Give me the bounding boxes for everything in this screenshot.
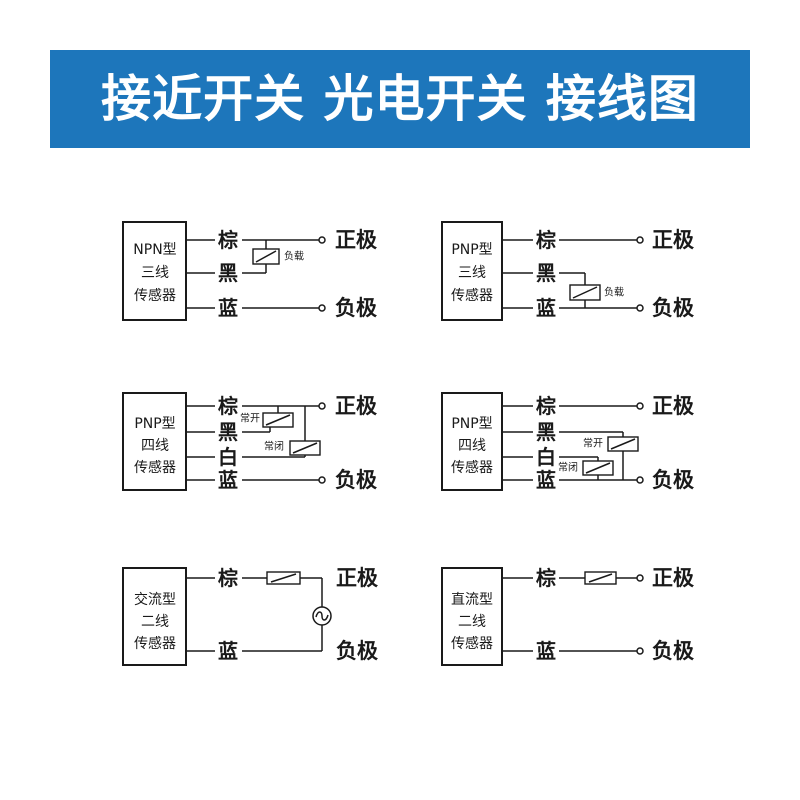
wire-blue-label: 蓝 [536, 639, 556, 663]
sensor-wire-count-label: 四线 [458, 438, 486, 454]
wire-black-label: 黑 [536, 420, 556, 444]
sensor-name-label: 传感器 [451, 635, 493, 652]
positive-label: 正极 [652, 228, 695, 252]
negative-label: 负极 [335, 468, 378, 492]
positive-terminal [318, 402, 326, 410]
sensor-name-label: 传感器 [451, 459, 493, 476]
sensor-wire-count-label: 三线 [141, 265, 169, 281]
positive-terminal [318, 236, 326, 244]
title-banner: 接近开关 光电开关 接线图 [50, 50, 750, 148]
sensor-name-label: 传感器 [451, 287, 493, 304]
negative-terminal [636, 647, 644, 655]
ac-tilde-glyph [315, 611, 329, 621]
positive-label: 正极 [335, 394, 378, 418]
sensor-type-label: PNP型 [134, 416, 175, 432]
banner-background [50, 50, 750, 148]
load-normally-closed-diagonal [292, 442, 318, 454]
sensor-box [441, 221, 503, 321]
negative-terminal [318, 476, 326, 484]
wire-white-label: 白 [536, 445, 556, 469]
negative-terminal [636, 304, 644, 312]
wire-blue-label: 蓝 [218, 468, 238, 492]
diagram-dc-two-wire: 直流型 二线 传感器 棕 正极 蓝 负极 [441, 566, 695, 666]
negative-label: 负极 [652, 468, 695, 492]
wire-black-label: 黑 [536, 261, 556, 285]
positive-terminal [636, 402, 644, 410]
diagram-pnp-three-wire: PNP型 三线 传感器 棕 正极 黑 负载 蓝 负极 [441, 221, 695, 321]
wire-brown-label: 棕 [218, 228, 238, 252]
positive-label: 正极 [335, 228, 378, 252]
sensor-type-label: PNP型 [451, 416, 492, 432]
wire-brown-label: 棕 [218, 566, 238, 590]
sensor-box [122, 567, 187, 666]
sensor-box [441, 392, 503, 491]
positive-label: 正极 [336, 566, 379, 590]
sensor-box [122, 392, 187, 491]
negative-terminal [636, 476, 644, 484]
sensor-box [441, 567, 503, 666]
load-symbol-diagonal [588, 573, 613, 583]
load-symbol-diagonal [255, 250, 277, 263]
wire-brown-label: 棕 [536, 566, 556, 590]
load-normally-open-label: 常开 [240, 412, 260, 425]
load-normally-open-label: 常开 [583, 437, 603, 450]
negative-label: 负极 [652, 296, 695, 320]
load-normally-open-diagonal [610, 438, 636, 450]
positive-terminal [636, 574, 644, 582]
diagram-npn-three-wire: NPN型 三线 传感器 棕 正极 黑 负载 蓝 负极 [122, 221, 378, 321]
diagram-pnp-four-wire-right: PNP型 四线 传感器 棕 正极 黑 常开 白 常闭 蓝 负极 [441, 392, 695, 492]
diagram-pnp-four-wire-left: PNP型 四线 传感器 棕 正极 黑 常开 常闭 白 蓝 负极 [122, 392, 378, 492]
load-normally-open-diagonal [265, 414, 291, 426]
load-normally-closed-diagonal [585, 462, 611, 474]
load-normally-closed-label: 常闭 [558, 461, 578, 474]
negative-label: 负极 [336, 639, 379, 663]
wire-blue-label: 蓝 [218, 296, 238, 320]
wire-black-label: 黑 [218, 420, 238, 444]
wire-blue-label: 蓝 [218, 639, 238, 663]
sensor-name-label: 传感器 [134, 287, 176, 304]
sensor-type-label: PNP型 [451, 242, 492, 258]
load-label: 负载 [284, 250, 304, 263]
load-normally-closed-label: 常闭 [264, 440, 284, 453]
sensor-wire-count-label: 四线 [141, 438, 169, 454]
sensor-wire-count-label: 三线 [458, 265, 486, 281]
page-title: 接近开关 光电开关 接线图 [101, 70, 699, 128]
sensor-box [122, 221, 187, 321]
wire-black-label: 黑 [218, 261, 238, 285]
sensor-type-label: 交流型 [134, 591, 176, 608]
positive-terminal [636, 236, 644, 244]
diagram-ac-two-wire: 交流型 二线 传感器 棕 正极 蓝 负极 [122, 566, 379, 666]
load-symbol-diagonal [270, 573, 297, 583]
negative-label: 负极 [335, 296, 378, 320]
sensor-name-label: 传感器 [134, 459, 176, 476]
negative-label: 负极 [652, 639, 695, 663]
sensor-wire-count-label: 二线 [458, 614, 486, 630]
sensor-wire-count-label: 二线 [141, 614, 169, 630]
load-label: 负载 [604, 286, 624, 299]
wire-blue-label: 蓝 [536, 296, 556, 320]
positive-label: 正极 [652, 394, 695, 418]
sensor-type-label: 直流型 [451, 591, 493, 608]
wire-white-label: 白 [218, 445, 238, 469]
positive-label: 正极 [652, 566, 695, 590]
wire-brown-label: 棕 [536, 394, 556, 418]
negative-terminal [318, 304, 326, 312]
load-symbol-diagonal [572, 286, 598, 299]
sensor-type-label: NPN型 [133, 242, 176, 258]
wire-blue-label: 蓝 [536, 468, 556, 492]
wire-brown-label: 棕 [218, 394, 238, 418]
wire-brown-label: 棕 [536, 228, 556, 252]
sensor-name-label: 传感器 [134, 635, 176, 652]
